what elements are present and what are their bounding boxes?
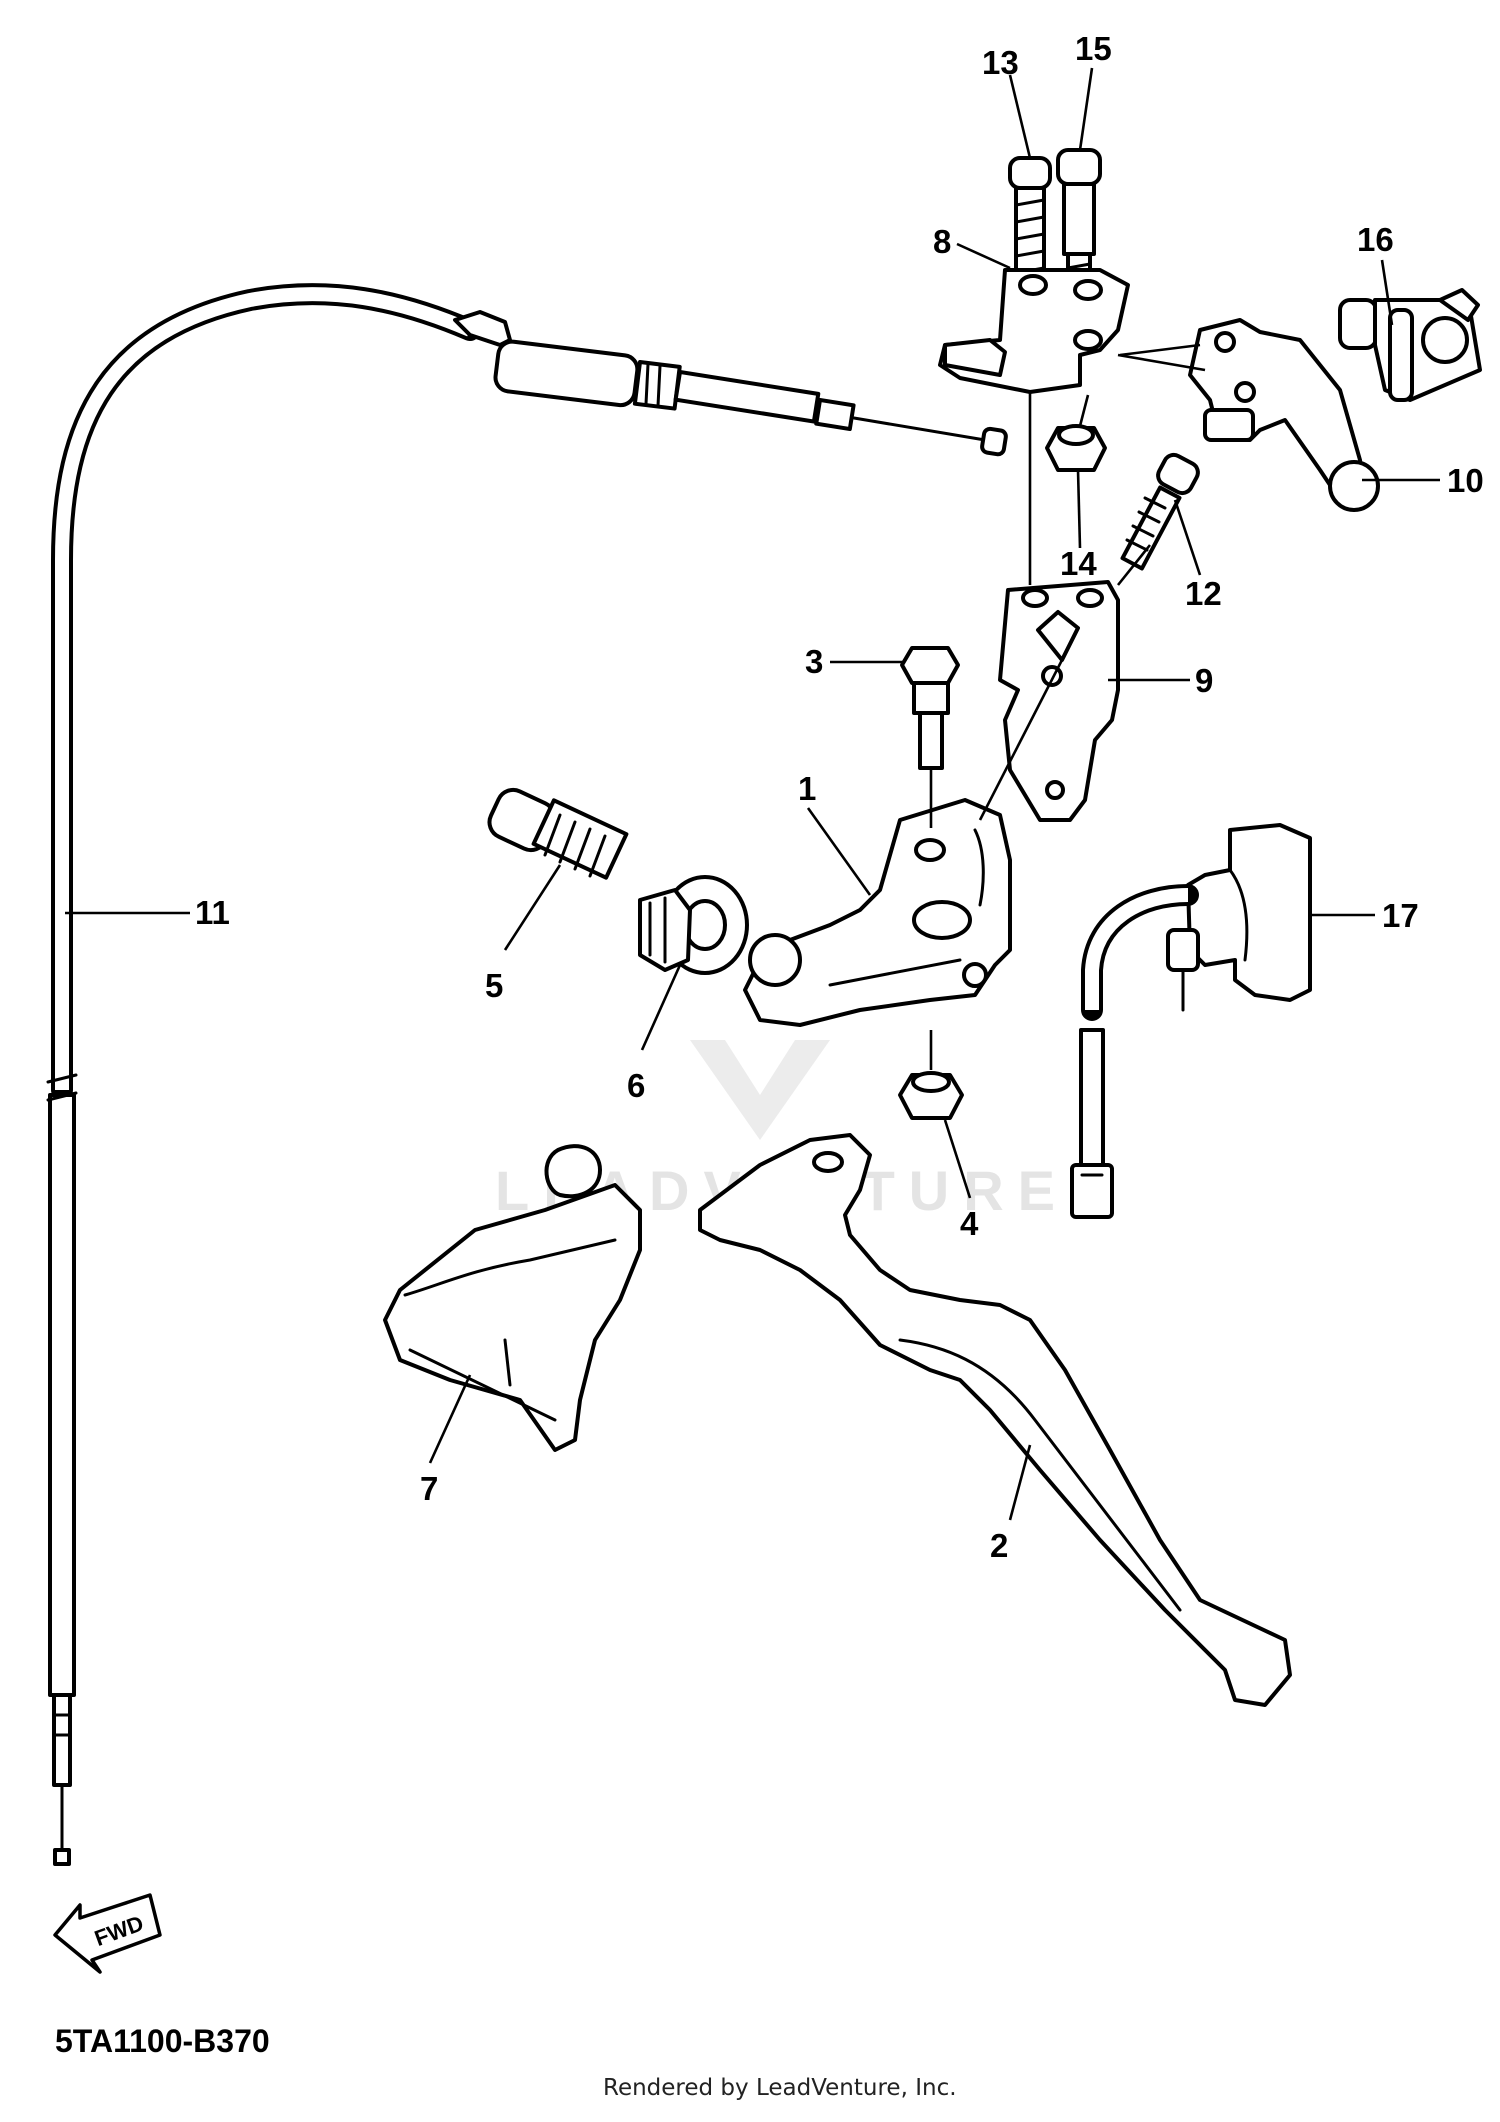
callout-7: 7 — [420, 1470, 438, 1507]
hot-start-lever-10 — [1188, 318, 1380, 512]
callout-12: 12 — [1185, 575, 1222, 612]
callout-6: 6 — [627, 1067, 645, 1104]
fwd-arrow-icon: FWD — [53, 1893, 162, 1974]
callout-17: 17 — [1382, 897, 1419, 934]
nut-14 — [1045, 424, 1107, 472]
screw-12 — [1120, 452, 1200, 571]
lever-cover-7 — [383, 1144, 642, 1452]
start-switch-17 — [1070, 823, 1312, 1219]
callout-9: 9 — [1195, 662, 1213, 699]
adjuster-5 — [487, 787, 629, 880]
clutch-cable — [46, 283, 1008, 1866]
callout-5: 5 — [485, 967, 503, 1004]
callout-2: 2 — [990, 1527, 1008, 1564]
callout-1: 1 — [798, 770, 816, 807]
clamp-plate-8 — [938, 268, 1130, 394]
callout-4: 4 — [960, 1205, 979, 1242]
assembly-lines — [929, 343, 1206, 1070]
holder-9 — [998, 580, 1120, 822]
callout-15: 15 — [1075, 30, 1112, 67]
callout-16: 16 — [1357, 221, 1394, 258]
render-credit: Rendered by LeadVenture, Inc. — [603, 2075, 957, 2101]
leader-lines — [65, 67, 1440, 1521]
nut-4 — [898, 1071, 964, 1120]
clutch-lever-2 — [698, 1133, 1292, 1707]
callout-labels: 13 15 8 16 10 14 12 3 9 1 11 5 6 17 4 7 … — [195, 30, 1484, 1564]
diagram-code: 5TA1100-B370 — [55, 2023, 270, 2059]
callout-14: 14 — [1060, 545, 1097, 582]
callout-3: 3 — [805, 643, 823, 680]
decomp-lever-16 — [1338, 288, 1482, 402]
locknut-6 — [638, 875, 749, 975]
bolt-3 — [900, 646, 960, 770]
callout-8: 8 — [933, 223, 951, 260]
callout-11: 11 — [195, 894, 230, 931]
callout-10: 10 — [1447, 462, 1484, 499]
bracket-1 — [743, 798, 1012, 1027]
callout-13: 13 — [982, 44, 1019, 81]
